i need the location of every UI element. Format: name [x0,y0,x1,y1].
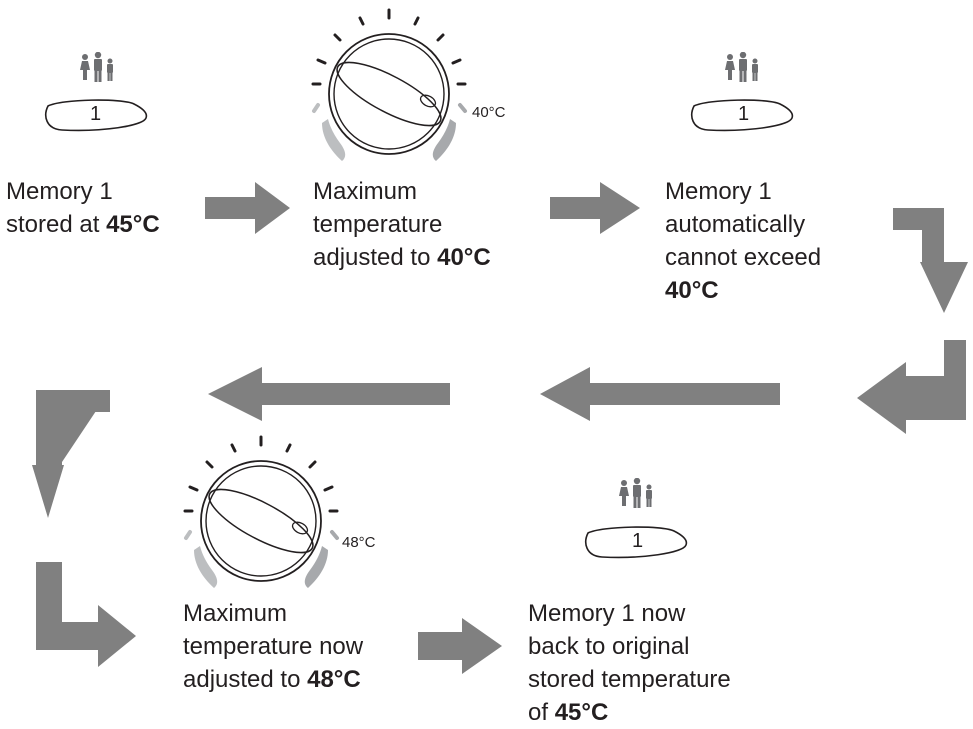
arrow-icon [36,390,110,470]
caption-line: temperature [313,211,443,238]
dial-temperature-label: 40°C [472,104,506,121]
caption-line: adjusted to [313,244,438,271]
dial-temperature-label: 48°C [342,534,376,551]
temperature-dial-1: 40°C [300,5,506,170]
family-icon-3 [618,478,658,510]
memory-button-icon [585,526,688,559]
memory-button-icon [45,99,148,132]
arrow-icon [32,390,110,518]
arrow-icon [540,367,780,421]
arrow-icon [36,562,136,667]
family-icon [725,52,758,82]
arrow-icon [208,367,450,421]
caption-line: Memory 1 [665,178,772,205]
caption-line: Maximum [183,600,288,627]
step-5-caption: Memory 1 now back to original stored tem… [528,597,731,729]
caption-line: of [528,699,555,726]
caption-temperature: 40°C [437,244,491,271]
temperature-dial-icon [311,8,467,161]
memory-number: 1 [632,530,644,552]
temperature-dial-icon [183,435,339,588]
memory-number: 1 [738,103,750,125]
caption-temperature: 45°C [106,211,160,238]
caption-line: Memory 1 [6,178,113,205]
step-3-caption: Memory 1 automatically cannot exceed 40°… [665,175,821,307]
caption-line: back to original [528,633,690,660]
arrow-icon [893,208,968,313]
step-4-caption: Maximum temperature now adjusted to 48°C [183,597,363,696]
caption-line: Maximum [313,178,418,205]
caption-line: temperature now [183,633,364,660]
memory-button-1: 1 [42,96,150,136]
caption-line: adjusted to [183,666,308,693]
memory-button-2: 1 [688,96,796,136]
caption-line: stored at [6,211,107,238]
memory-button-icon [691,99,794,132]
arrow-icon [418,618,502,674]
caption-line: Memory 1 now [528,600,686,627]
caption-line: stored temperature [528,666,731,693]
temperature-dial-2: 48°C [172,432,376,597]
caption-line: cannot exceed [665,244,822,271]
step-1-caption: Memory 1 stored at 45°C [6,175,160,241]
memory-button-3: 1 [582,523,690,563]
arrow-icon [550,182,640,234]
arrow-icon [205,182,290,234]
step-2-caption: Maximum temperature adjusted to 40°C [313,175,491,274]
family-icon [80,52,113,82]
family-icon-1 [79,52,119,84]
family-icon-2 [724,52,764,84]
memory-number: 1 [90,103,102,125]
arrow-icon [857,340,966,434]
caption-temperature: 40°C [665,277,719,304]
caption-temperature: 48°C [307,666,361,693]
caption-line: automatically [665,211,806,238]
family-icon [619,478,652,508]
